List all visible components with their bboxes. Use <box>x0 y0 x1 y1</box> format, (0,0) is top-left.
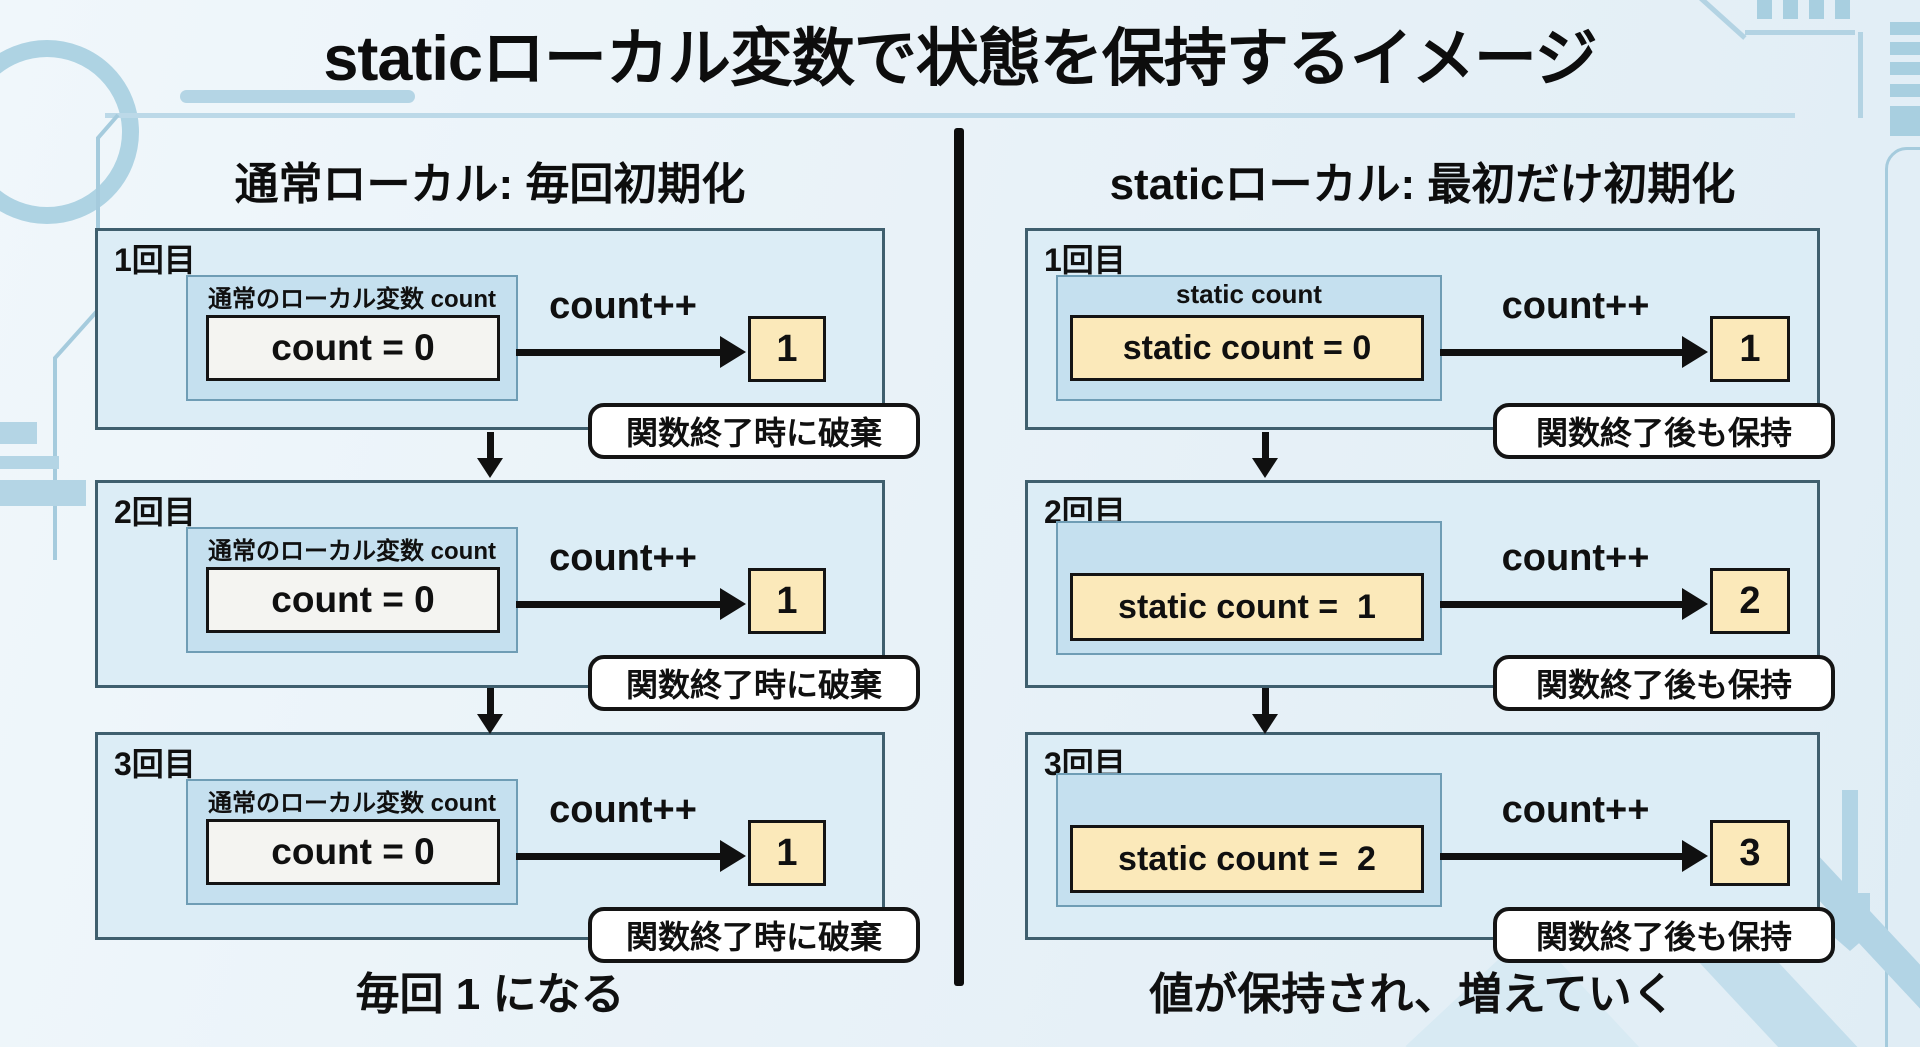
result-value-box: 3 <box>1710 820 1790 886</box>
result-value-box: 2 <box>1710 568 1790 634</box>
lifetime-note-pill: 関数終了時に破棄 <box>588 655 920 711</box>
variable-value-box: count = 0 <box>206 567 500 633</box>
circuit-pad <box>1890 106 1920 136</box>
right-call-2: 2回目 static count = 1 count++ 2 関数終了後も保持 <box>1025 480 1835 711</box>
run-count-label: 1回目 <box>1044 242 1126 278</box>
variable-name-label: 通常のローカル変数 count <box>208 538 496 565</box>
variable-name-label: 通常のローカル変数 count <box>208 286 496 313</box>
circuit-frame-right <box>1885 147 1920 1047</box>
lifetime-note-pill: 関数終了後も保持 <box>1493 655 1835 711</box>
operation-label: count++ <box>549 285 697 327</box>
left-call-3: 3回目 通常のローカル変数 count count = 0 count++ 1 … <box>95 732 920 963</box>
variable-name-label: static count <box>1176 279 1322 309</box>
result-value-box: 1 <box>748 568 826 634</box>
circuit-stub-pad <box>1830 893 1870 951</box>
right-call-1: 1回目 static count static count = 0 count+… <box>1025 228 1835 459</box>
circuit-pad-left <box>0 480 86 506</box>
static-value-box: static count = 2 <box>1070 825 1424 893</box>
left-conclusion-caption: 毎回 1 になる <box>355 970 625 1019</box>
circuit-stub <box>1842 790 1858 900</box>
run-count-label: 1回目 <box>114 242 196 278</box>
circuit-pad-left <box>0 456 59 469</box>
page-title: staticローカル変数で状態を保持するイメージ <box>323 24 1597 94</box>
run-count-label: 2回目 <box>114 494 196 530</box>
operation-label: count++ <box>1501 285 1650 327</box>
arrow-down-icon <box>477 688 503 734</box>
static-value-box: static count = 1 <box>1070 573 1424 641</box>
variable-value-box: count = 0 <box>206 315 500 381</box>
circuit-pad-left <box>0 422 37 444</box>
result-value-box: 1 <box>748 820 826 886</box>
operation-label: count++ <box>1501 537 1650 579</box>
left-call-2: 2回目 通常のローカル変数 count count = 0 count++ 1 … <box>95 480 920 711</box>
lifetime-note-pill: 関数終了時に破棄 <box>588 907 920 963</box>
right-call-3: 3回目 static count = 2 count++ 3 関数終了後も保持 <box>1025 732 1835 963</box>
arrow-down-icon <box>1252 688 1278 734</box>
variable-name-label: 通常のローカル変数 count <box>208 790 496 817</box>
variable-value-box: count = 0 <box>206 819 500 885</box>
static-value-box: static count = 0 <box>1070 315 1424 381</box>
left-column-heading: 通常ローカル: 毎回初期化 <box>234 160 746 209</box>
right-conclusion-caption: 値が保持され、増えていく <box>1149 970 1676 1019</box>
arrow-down-icon <box>477 432 503 478</box>
right-column-heading: staticローカル: 最初だけ初期化 <box>1109 160 1736 209</box>
arrow-down-icon <box>1252 432 1278 478</box>
result-value-box: 1 <box>1710 316 1790 382</box>
lifetime-note-pill: 関数終了時に破棄 <box>588 403 920 459</box>
column-divider <box>954 128 964 986</box>
operation-label: count++ <box>1501 789 1650 831</box>
left-call-1: 1回目 通常のローカル変数 count count = 0 count++ 1 … <box>95 228 920 459</box>
lifetime-note-pill: 関数終了後も保持 <box>1493 403 1835 459</box>
operation-label: count++ <box>549 537 697 579</box>
lifetime-note-pill: 関数終了後も保持 <box>1493 907 1835 963</box>
circuit-trace-line <box>105 113 1795 118</box>
run-count-label: 3回目 <box>114 746 196 782</box>
result-value-box: 1 <box>748 316 826 382</box>
operation-label: count++ <box>549 789 697 831</box>
